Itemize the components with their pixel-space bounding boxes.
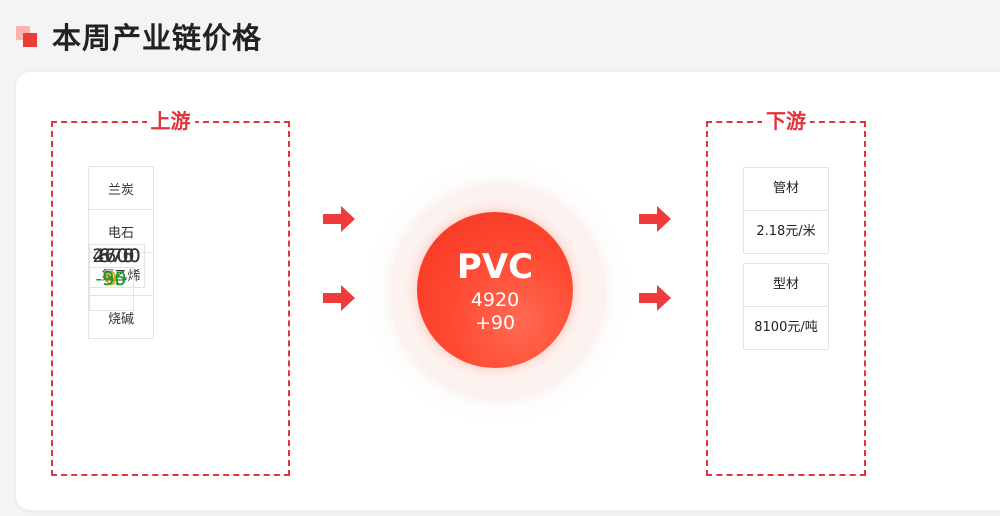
product-price: 4920	[470, 289, 520, 311]
material-price: 870	[88, 243, 145, 288]
downstream-item-name: 型材	[744, 264, 828, 307]
downstream-item: 管材 2.18元/米	[743, 167, 829, 254]
table-row: 烧碱 870 -90	[88, 243, 155, 339]
product-change: +90	[474, 312, 516, 334]
right-arrow-icon	[323, 285, 355, 311]
right-arrow-icon	[323, 206, 355, 232]
upstream-label: 上游	[146, 107, 195, 135]
industry-chain-card: 上游 兰炭 675 -35 电石 2700 0 氯乙烯 4600 0 烧碱 87…	[16, 72, 1000, 510]
downstream-item-name: 管材	[744, 168, 828, 211]
downstream-item-price: 2.18元/米	[756, 224, 816, 239]
upstream-section: 上游 兰炭 675 -35 电石 2700 0 氯乙烯 4600 0 烧碱 87…	[51, 107, 290, 476]
downstream-section: 下游 管材 2.18元/米 型材 8100元/吨	[706, 107, 866, 476]
page-header: 本周产业链价格	[14, 14, 262, 58]
price-change: -90	[88, 266, 134, 311]
material-name: 氯乙烯	[88, 252, 154, 296]
downstream-item-price: 8100元/吨	[754, 320, 818, 335]
upstream-table: 兰炭 675 -35 电石 2700 0 氯乙烯 4600 0 烧碱 870 -…	[88, 166, 155, 339]
page-title: 本周产业链价格	[52, 21, 263, 55]
downstream-label: 下游	[762, 107, 810, 135]
right-arrow-icon	[639, 206, 671, 232]
table-row: 兰炭 675 -35	[88, 166, 155, 311]
material-name: 电石	[88, 209, 154, 253]
stacked-squares-icon	[14, 24, 38, 48]
downstream-item: 型材 8100元/吨	[743, 263, 829, 350]
product-circle: PVC 4920 +90	[417, 212, 573, 368]
right-arrow-icon	[639, 285, 671, 311]
product-name: PVC	[456, 247, 534, 287]
material-name: 兰炭	[88, 166, 154, 210]
